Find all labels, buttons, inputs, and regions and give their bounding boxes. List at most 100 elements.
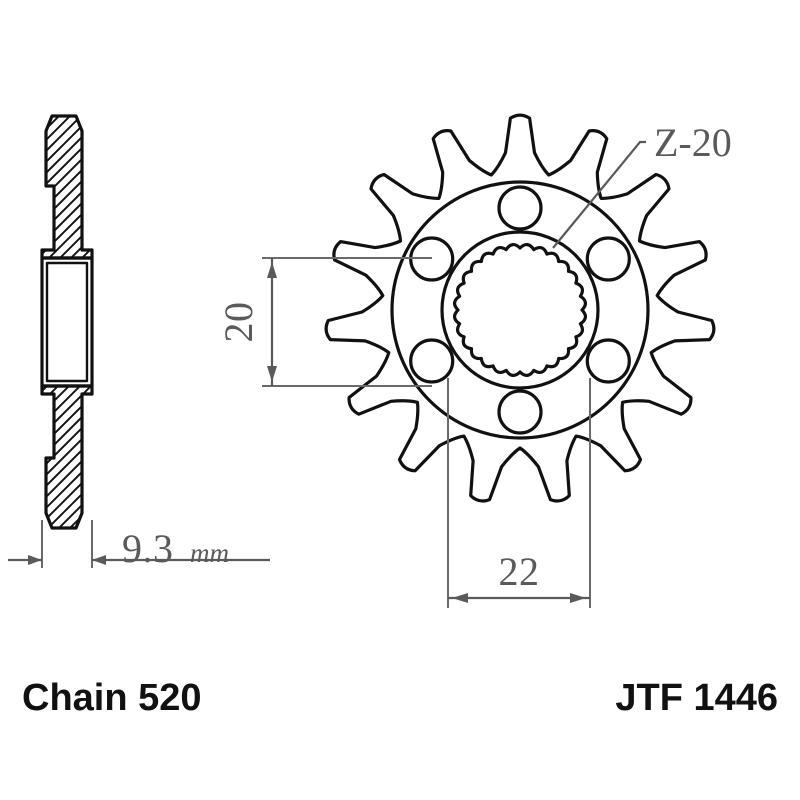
section-hatch-line [20, 748, 120, 800]
section-hatch-line [20, 308, 120, 408]
section-hatch-line [20, 792, 120, 800]
section-hatch-line [20, 5, 120, 105]
section-hatch-line [20, 588, 120, 688]
section-hatch-line [20, 0, 120, 100]
section-hatch-line [20, 181, 120, 281]
section-hatch-line [42, 164, 92, 258]
pitch-vertical-value: 20 [216, 302, 261, 343]
section-hatch-line [42, 386, 92, 480]
section-hatch-line [42, 386, 92, 425]
section-hatch-line [20, 0, 120, 17]
section-hatch-line [42, 386, 92, 414]
section-hatch-line [42, 386, 92, 469]
section-hatch-line [20, 759, 120, 800]
chain-spec-label: Chain 520 [22, 677, 202, 719]
section-hatch-line [20, 533, 120, 633]
section-hatch-line [42, 116, 92, 123]
section-hatch-line [42, 175, 92, 258]
section-hatch-line [20, 319, 120, 419]
section-hatch-line [42, 252, 92, 258]
section-hatch-line [20, 126, 120, 226]
section-hatch-line [42, 186, 92, 258]
section-hatch-line [42, 411, 92, 513]
section-hatch-line [42, 153, 92, 255]
section-hatch-line [20, 451, 120, 551]
section-hatch-line [20, 418, 120, 518]
section-hatch-line [20, 0, 120, 67]
bolt-hole [497, 389, 543, 435]
section-hatch-line [20, 742, 120, 800]
bolt-hole [409, 338, 455, 384]
section-hatch-line [20, 148, 120, 248]
section-hatch-line [20, 407, 120, 507]
section-hatch-line [20, 264, 120, 364]
section-hatch-line [20, 528, 120, 628]
section-hatch-line [42, 116, 92, 156]
section-hatch-line [20, 572, 120, 672]
sprocket-front-view [324, 113, 716, 503]
section-hatch-line [20, 170, 120, 270]
dimension-pitch-vertical: 20 [216, 257, 432, 387]
section-hatch-line [20, 71, 120, 171]
section-hatch-line [20, 192, 120, 292]
section-hatch-line [20, 60, 120, 160]
section-hatch-line [20, 0, 120, 23]
bolt-hole [585, 338, 631, 384]
section-bore-region [40, 256, 94, 388]
section-hatch-line [42, 230, 92, 258]
section-hatch-line [20, 781, 120, 800]
section-hatch-line [20, 203, 120, 303]
section-hatch-line [20, 753, 120, 800]
section-hatch-line [20, 775, 120, 800]
section-hatch-line [42, 116, 92, 145]
section-hatch-line [42, 116, 92, 200]
section-hatch-line [42, 386, 92, 392]
section-hatch-line [20, 0, 120, 39]
section-hatch-line [42, 466, 92, 528]
section-hatch-line [20, 280, 120, 380]
section-hatch-line [20, 484, 120, 584]
sprocket-tooth-profile [324, 113, 716, 503]
section-hatch-line [20, 764, 120, 800]
section-hatch-line [20, 462, 120, 562]
section-hatch-line [20, 0, 120, 34]
section-hatch-line [20, 363, 120, 463]
part-number-label: JTF 1446 [615, 677, 778, 719]
teeth-count-callout: Z-20 [552, 120, 732, 249]
section-hatch-line [20, 550, 120, 650]
teeth-count-label: Z-20 [654, 120, 732, 165]
section-hatch-line [20, 0, 120, 1]
section-hatch-line [20, 16, 120, 116]
section-hatch-line [42, 499, 92, 528]
section-hatch-line [20, 352, 120, 452]
section-hatch-line [20, 0, 120, 61]
section-hatch-line [20, 275, 120, 375]
section-hatch-line [20, 0, 120, 78]
dimension-hub-width: 22 [447, 378, 591, 608]
section-hatch-line [42, 521, 92, 528]
bolt-hole-group [409, 185, 631, 435]
section-hatch-line [20, 709, 120, 800]
section-hatch-line [42, 131, 92, 233]
bolt-hole [585, 236, 631, 282]
section-hatch-line [42, 120, 92, 222]
thickness-value: 9.3 [122, 526, 174, 571]
spline-bore-profile [453, 243, 587, 377]
hub-width-value: 22 [499, 549, 540, 594]
section-hatch-line [42, 386, 92, 458]
section-hatch-line [20, 566, 120, 666]
section-hatch-line [42, 219, 92, 258]
section-hatch-line [42, 400, 92, 502]
section-hatch-line [20, 38, 120, 138]
bolt-hole [497, 185, 543, 231]
section-hatch-line [20, 715, 120, 800]
section-hatch-line [20, 561, 120, 661]
section-hatch-line [20, 786, 120, 800]
section-hatch-line [20, 0, 120, 6]
section-hatch-line [20, 770, 120, 800]
section-hatch-line [20, 577, 120, 677]
section-hatch-line [42, 455, 92, 528]
section-hatch-line [20, 269, 120, 369]
section-hatch-line [20, 539, 120, 639]
